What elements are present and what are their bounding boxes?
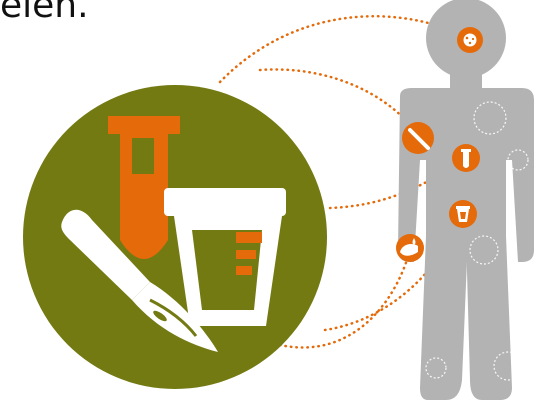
- body-left-leg: [420, 236, 468, 400]
- tube-marker: [452, 144, 480, 172]
- cup-marker: [449, 200, 477, 228]
- connector-upper: [260, 69, 418, 135]
- body-right-leg: [466, 236, 512, 400]
- body-torso: [398, 88, 534, 262]
- human-body: [398, 0, 534, 400]
- main-medical-circle: [23, 85, 327, 389]
- skin-sample-icon: [464, 34, 477, 47]
- hand-drop-marker: [396, 234, 424, 262]
- scalpel-marker: [402, 122, 434, 154]
- skin-sample-marker: [457, 27, 483, 53]
